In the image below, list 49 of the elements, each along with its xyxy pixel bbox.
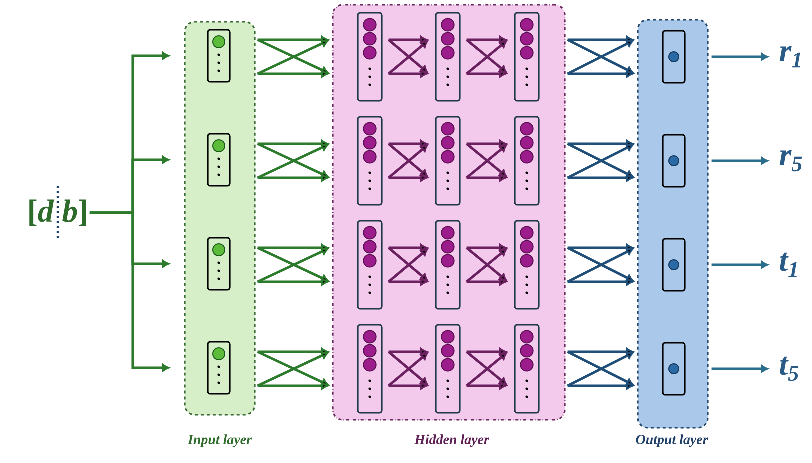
neuron-column	[207, 237, 231, 291]
layer-label: Output layer	[636, 434, 708, 448]
layer-label: Input layer	[188, 434, 252, 448]
neuron-column	[662, 238, 686, 292]
neuron-column	[514, 116, 540, 206]
neuron-column	[207, 29, 231, 83]
neuron-column	[357, 220, 383, 310]
crossing-arrows	[388, 36, 428, 78]
crossing-arrows	[388, 140, 428, 182]
crossing-arrows	[567, 140, 634, 182]
crossing-arrows	[567, 36, 634, 78]
crossing-arrows	[388, 244, 428, 286]
neuron-column	[435, 324, 461, 414]
output-label: t$_{1}$	[780, 252, 797, 278]
crossing-arrows	[466, 36, 508, 78]
neuron-column	[435, 220, 461, 310]
crossing-arrows	[257, 244, 329, 286]
crossing-arrows	[466, 140, 508, 182]
output-label: t$_{5}$	[780, 356, 799, 382]
output-label: r$_{1}$	[780, 46, 801, 68]
arrow	[712, 261, 768, 269]
neuron-column	[435, 116, 461, 206]
layer-label: Hidden layer	[414, 434, 490, 448]
neuron-column	[357, 12, 383, 102]
crossing-arrows	[257, 348, 329, 390]
neuron-column	[357, 116, 383, 206]
crossing-arrows	[466, 244, 508, 286]
arrow	[712, 53, 768, 61]
branch-arrow	[90, 212, 170, 372]
neuron-column	[357, 324, 383, 414]
neuron-column	[662, 30, 686, 84]
crossing-arrows	[257, 140, 329, 182]
neuron-column	[662, 342, 686, 396]
crossing-arrows	[567, 244, 634, 286]
crossing-arrows	[567, 348, 634, 390]
output-label: r$_{5}$	[780, 150, 802, 172]
input-vector: [d b]	[30, 186, 86, 241]
arrow	[712, 157, 768, 165]
neuron-column	[514, 12, 540, 102]
neuron-column	[207, 341, 231, 395]
neuron-column	[207, 133, 231, 187]
neuron-column	[514, 324, 540, 414]
neuron-column	[514, 220, 540, 310]
neuron-column	[662, 134, 686, 188]
crossing-arrows	[257, 36, 329, 78]
neuron-column	[435, 12, 461, 102]
arrow	[712, 365, 768, 373]
crossing-arrows	[466, 348, 508, 390]
crossing-arrows	[388, 348, 428, 390]
